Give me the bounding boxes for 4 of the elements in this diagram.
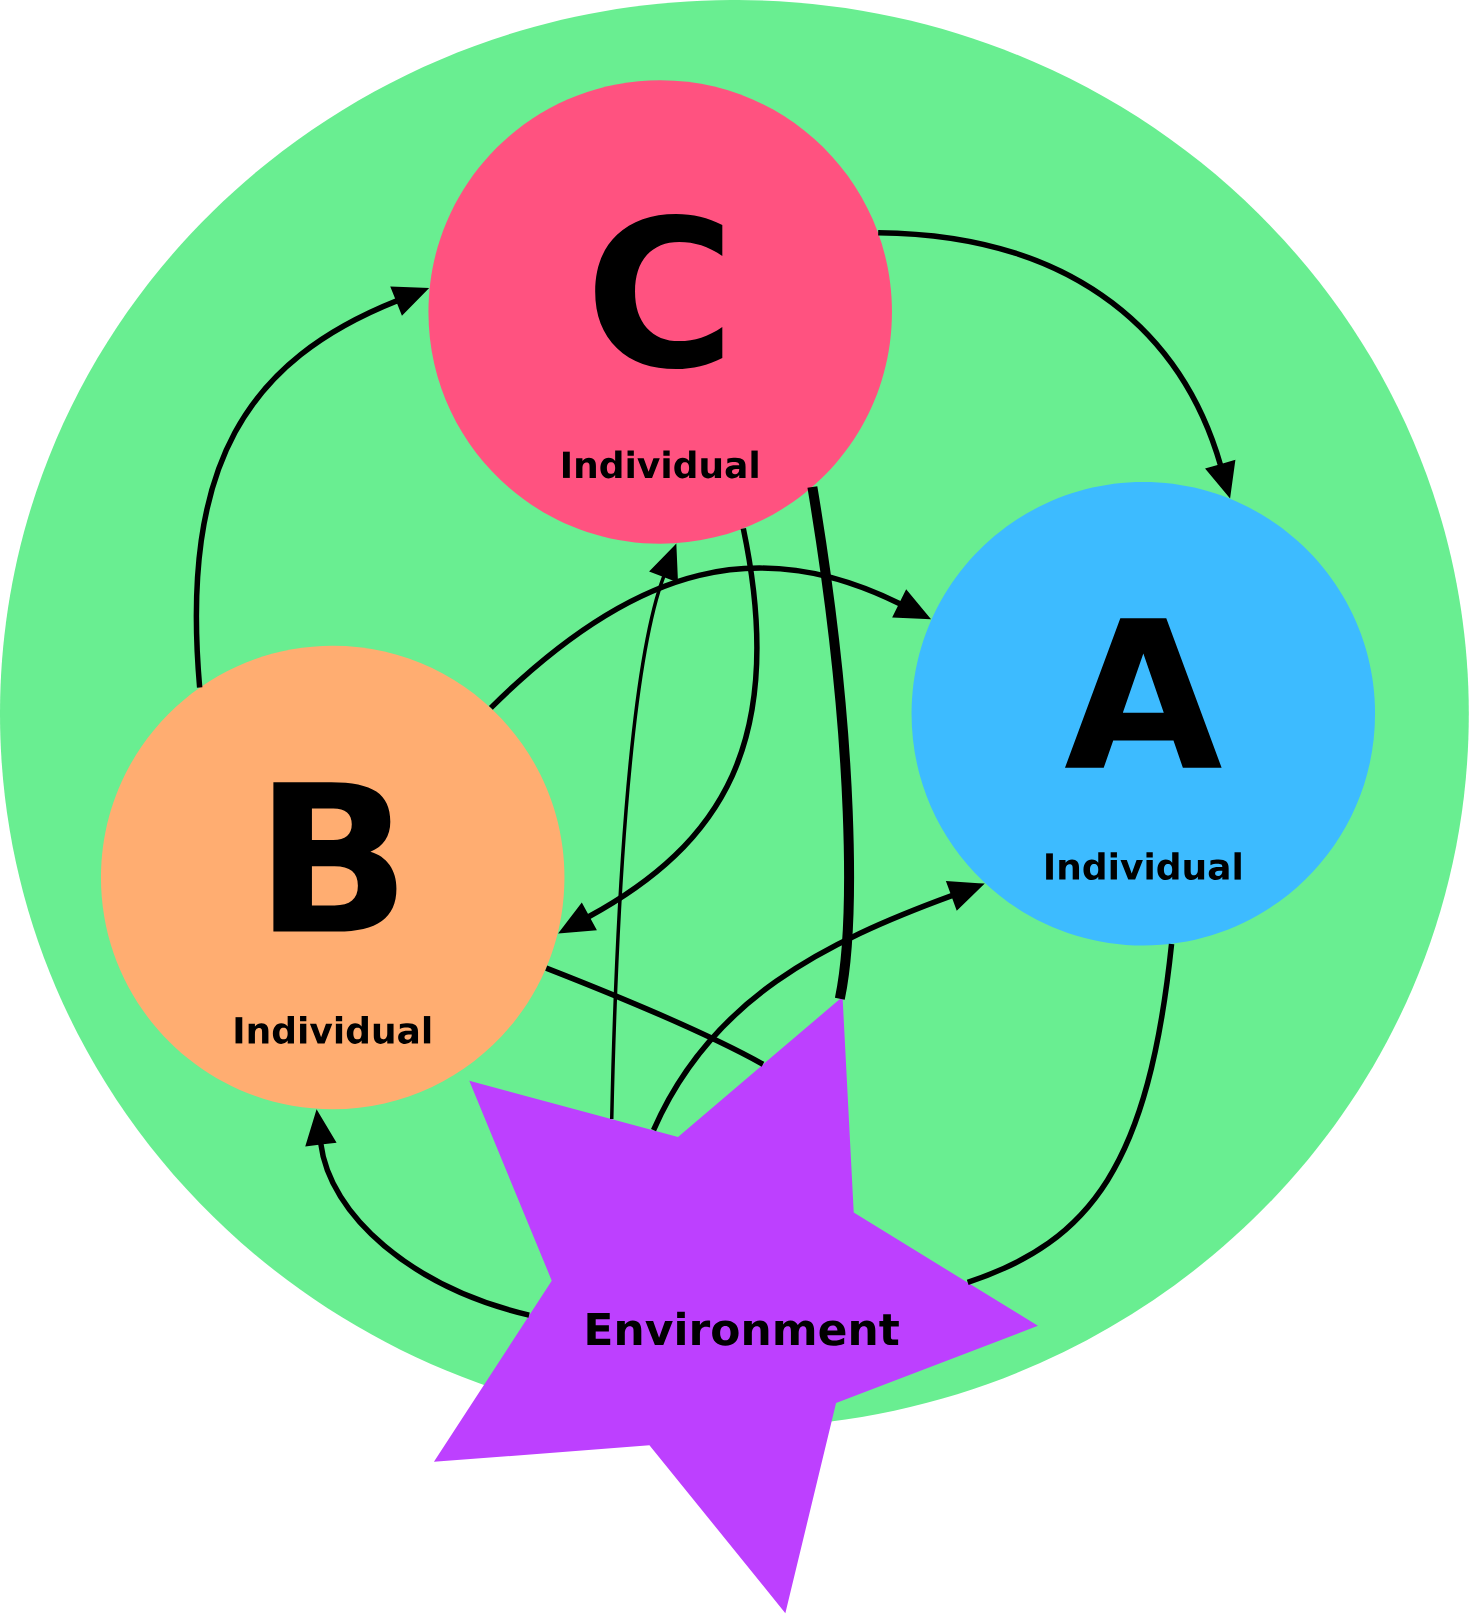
- star-node: Environment: [433, 996, 1038, 1614]
- circle-node: C Individual: [428, 80, 892, 544]
- circle-node: A Individual: [911, 482, 1376, 946]
- circle-node: B Individual: [100, 645, 565, 1110]
